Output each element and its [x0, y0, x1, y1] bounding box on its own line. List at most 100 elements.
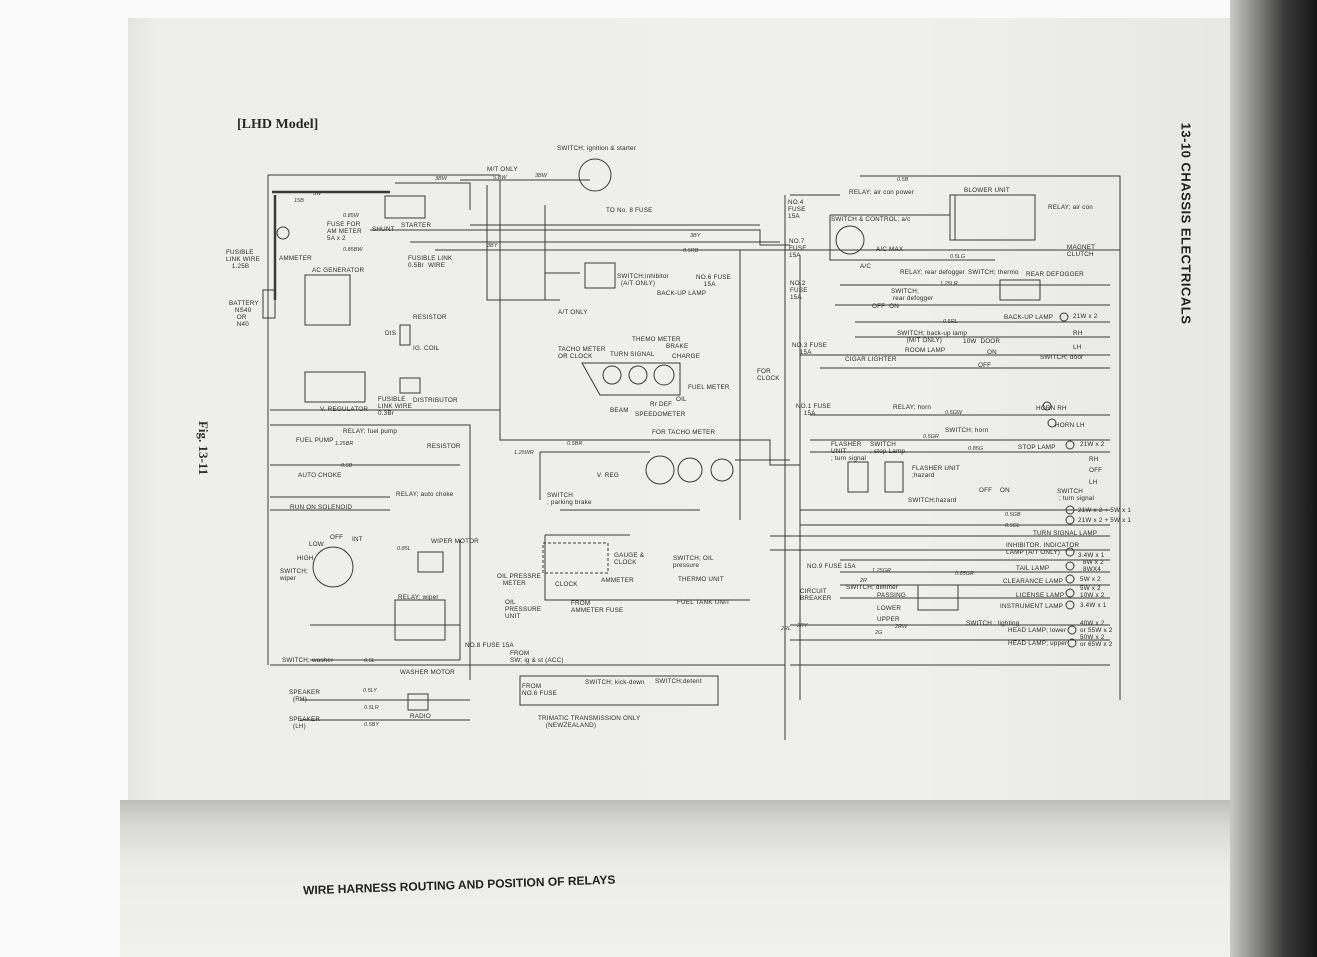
turn-signal-lamp-label: TURN SIGNAL LAMP [1033, 530, 1098, 537]
wire-code: 2R [860, 578, 868, 584]
aircon-relay-label: RELAY; air con [1048, 204, 1093, 211]
wire-code: 0.85L [397, 546, 411, 552]
ammeter-fuse-label: FROM AMMETER FUSE [571, 600, 624, 614]
backup-lamp-label: BACK-UP LAMP [657, 290, 707, 297]
wattage-label: 5W x 2 10W x 2 [1080, 585, 1105, 599]
flasher-turn-label: FLASHER UNIT ; turn signal [831, 441, 867, 462]
lh-label: LH [1073, 344, 1082, 351]
wire-code: 0.5B [341, 463, 353, 469]
trimatic-label: TRIMATIC TRANSMISSION ONLY (NEWZEALAND) [538, 715, 641, 729]
wire [519, 675, 719, 706]
ignition-switch-label: SWITCH; ignition & starter [557, 145, 637, 152]
wiper-switch-symbol [312, 546, 354, 588]
auto-choke-relay-label: RELAY; auto choke [396, 491, 454, 498]
stop-lamp-switch-label: SWITCH ; stop Lamp [870, 441, 906, 455]
gauge-clock-label: GAUGE & CLOCK [614, 552, 645, 566]
wire-code: 0.5GL [1005, 523, 1020, 529]
turn-signal-label: TURN SIGNAL [610, 351, 655, 358]
battery-symbol [262, 289, 276, 319]
wire-code: 0.85G [968, 446, 983, 452]
fuse-label: NO.6 FUSE 15A [696, 274, 732, 288]
wattage-label: 21W x 2 [1073, 313, 1098, 320]
ac-switch-label: SWITCH & CONTROL; a/c [831, 216, 911, 223]
wire-code: 2RW [895, 624, 908, 630]
hazard-switch-label: SWITCH;hazard [908, 497, 957, 504]
oil-pressure-unit-label: OIL PRESSURE UNIT [505, 599, 542, 620]
wire [510, 439, 770, 511]
thermo-switch-label: SWITCH; thermo [968, 269, 1019, 276]
dis-label: DIS [385, 330, 397, 337]
wiper-high-label: HIGH [297, 555, 314, 562]
starter-label: STARTER [401, 222, 432, 229]
wire [395, 179, 590, 210]
wire [810, 414, 1110, 453]
wire [270, 624, 1110, 666]
beam-label: BEAM [610, 407, 629, 414]
wire [267, 174, 500, 665]
ac-switch-symbol [835, 225, 865, 255]
mt-only-label: M/T ONLY [487, 166, 518, 173]
blower-symbol [954, 194, 1036, 241]
gauge-symbol [653, 364, 675, 386]
ammeter-label: AMMETER [279, 255, 312, 262]
wire-code: 0.5LR [364, 705, 379, 711]
door-lamp-label: 10W DOOR [963, 338, 1001, 345]
wire-code: 15B [294, 198, 304, 204]
off-label: OFF [1089, 467, 1103, 474]
wire [270, 464, 460, 511]
passing-label: PASSING [877, 592, 906, 599]
fuel-tank-unit-label: FUEL TANK UNIT [677, 599, 731, 606]
inhibitor-lamp-label: INHIBITOR. INDICATOR LAMP (A/T ONLY) [1006, 542, 1080, 556]
fuse-label: NO.1 FUSE 15A [796, 403, 832, 417]
aircon-power-relay-label: RELAY; air con power [849, 189, 915, 196]
off-on-label: OFF ON [872, 303, 899, 310]
wire-code: 0.5GR [923, 434, 939, 440]
fuse-label: NO.7 FUSE 15A [789, 238, 807, 259]
fusible-link-label: FUSIBLE LINK 0.5Br WIRE [408, 255, 453, 269]
wire-code: 2RY [797, 623, 808, 629]
wiper-off-label: OFF [330, 534, 344, 541]
wattage-label: 8W x 2 8WX4 [1083, 559, 1104, 573]
backup-lamp-label: BACK-UP LAMP [1004, 314, 1054, 321]
wiper-low-label: LOW [309, 541, 324, 548]
wire [770, 509, 1110, 537]
ammeter-symbol [276, 226, 290, 240]
clearance-lamp-label: CLEARANCE LAMP [1003, 578, 1064, 585]
horn-switch-label: SWITCH; horn [945, 427, 989, 434]
wire [860, 175, 1121, 700]
detent-switch-label: SWITCH;detent [655, 678, 702, 685]
rh-label: RH [1089, 456, 1099, 463]
magnet-clutch-label: MAGNET CLUTCH [1067, 244, 1096, 258]
to-fuse-label: TO No. 8 FUSE [606, 207, 653, 214]
wire-code: 0.85GR [955, 571, 974, 577]
fuse-label: NO.2 FUSE 15A [790, 280, 808, 301]
cluster-symbol [581, 362, 681, 396]
wire-code: 0.85W [343, 213, 359, 219]
wire [949, 194, 1036, 241]
wire [770, 549, 1110, 599]
wire-code: 1.25GR [872, 568, 891, 574]
wire-code: 0.5BR [567, 441, 583, 447]
gauge-symbol [677, 457, 703, 483]
lighting-switch-symbol [917, 584, 959, 611]
speedometer-label: SPEEDOMETER [635, 411, 686, 418]
lh-label: LH [1089, 479, 1098, 486]
head-lamp-upper-label: HEAD LAMP; upper [1008, 640, 1068, 647]
gauge-symbol [628, 365, 648, 385]
ig-coil-label: IG. COIL [413, 345, 440, 352]
wire-code: 0.85BW [343, 247, 363, 253]
radio-symbol [407, 693, 429, 711]
on-label: ON [987, 349, 997, 356]
wire-code: 2RL [781, 626, 792, 632]
gauge-clock-box [542, 542, 609, 574]
wiper-int-label: INT [352, 536, 363, 543]
fuse-label: NO.8 FUSE 15A [465, 642, 514, 649]
speaker-lh-label: SPEAKER (LH) [289, 716, 321, 730]
upper-label: UPPER [877, 616, 900, 623]
wiper-motor-label: WIPER MOTOR [431, 538, 479, 545]
from-fuse-label: FROM NO.6 FUSE [522, 683, 558, 697]
wire-code: 0.5RB [683, 248, 699, 254]
ac-generator-label: AC GENERATOR [312, 267, 365, 274]
from-acc-label: FROM SW; ig & st (ACC) [510, 650, 564, 664]
